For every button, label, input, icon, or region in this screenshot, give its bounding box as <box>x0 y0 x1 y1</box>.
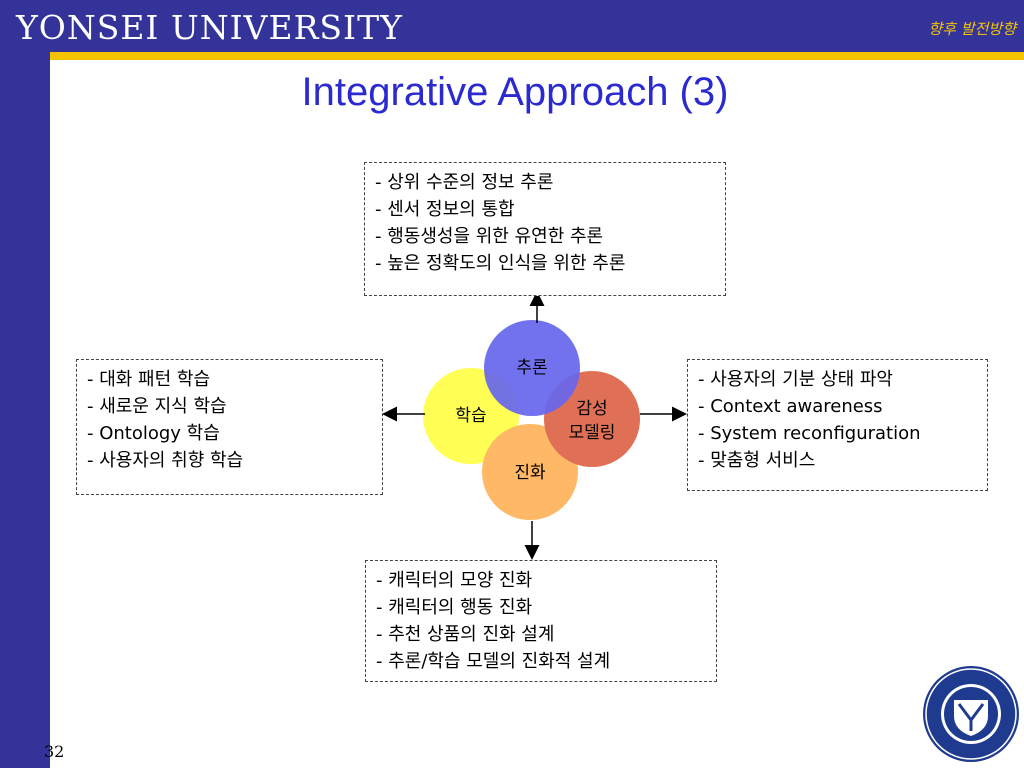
list-item: - 행동생성을 위한 유연한 추론 <box>375 226 604 247</box>
circle-label-emotion-line1: 감성 <box>576 399 608 419</box>
slide-title: Integrative Approach (3) <box>301 70 729 114</box>
list-item: - 상위 수준의 정보 추론 <box>375 172 554 193</box>
list-item: - 센서 정보의 통합 <box>375 199 515 220</box>
university-seal-icon <box>923 666 1019 762</box>
list-item: - 높은 정확도의 인식을 위한 추론 <box>375 253 626 274</box>
list-item: - System reconfiguration <box>698 423 921 444</box>
circle-label-learning: 학습 <box>455 406 487 426</box>
list-item: - 캐릭터의 모양 진화 <box>376 570 533 591</box>
circle-label-evolution: 진화 <box>514 463 546 483</box>
emotion-details-box: - 사용자의 기분 상태 파악 - Context awareness - Sy… <box>687 359 988 491</box>
evolution-details-box: - 캐릭터의 모양 진화 - 캐릭터의 행동 진화 - 추천 상품의 진화 설계… <box>365 560 717 682</box>
circle-label-emotion-line2: 모델링 <box>568 423 616 443</box>
reasoning-details-box: - 상위 수준의 정보 추론 - 센서 정보의 통합 - 행동생성을 위한 유연… <box>364 162 726 296</box>
header-bar <box>0 0 1024 52</box>
left-sidebar-band <box>0 0 50 768</box>
learning-details-box: - 대화 패턴 학습 - 새로운 지식 학습 - Ontology 학습 - 사… <box>76 359 383 495</box>
circle-label-reasoning: 추론 <box>516 358 548 378</box>
list-item: - 추천 상품의 진화 설계 <box>376 624 555 645</box>
header-gold-line <box>50 52 1024 60</box>
university-brand: YONSEI UNIVERSITY <box>16 8 403 47</box>
circle-reasoning <box>484 320 580 416</box>
list-item: - 맞춤형 서비스 <box>698 450 816 471</box>
section-title: 향후 발전방향 <box>928 20 1016 38</box>
list-item: - 사용자의 취향 학습 <box>87 450 244 471</box>
list-item: - 새로운 지식 학습 <box>87 396 227 417</box>
list-item: - Context awareness <box>698 396 883 417</box>
list-item: - 사용자의 기분 상태 파악 <box>698 369 893 390</box>
list-item: - 추론/학습 모델의 진화적 설계 <box>376 651 611 672</box>
list-item: - 대화 패턴 학습 <box>87 369 211 390</box>
list-item: - 캐릭터의 행동 진화 <box>376 597 533 618</box>
list-item: - Ontology 학습 <box>87 423 220 444</box>
page-number: 32 <box>44 742 65 761</box>
